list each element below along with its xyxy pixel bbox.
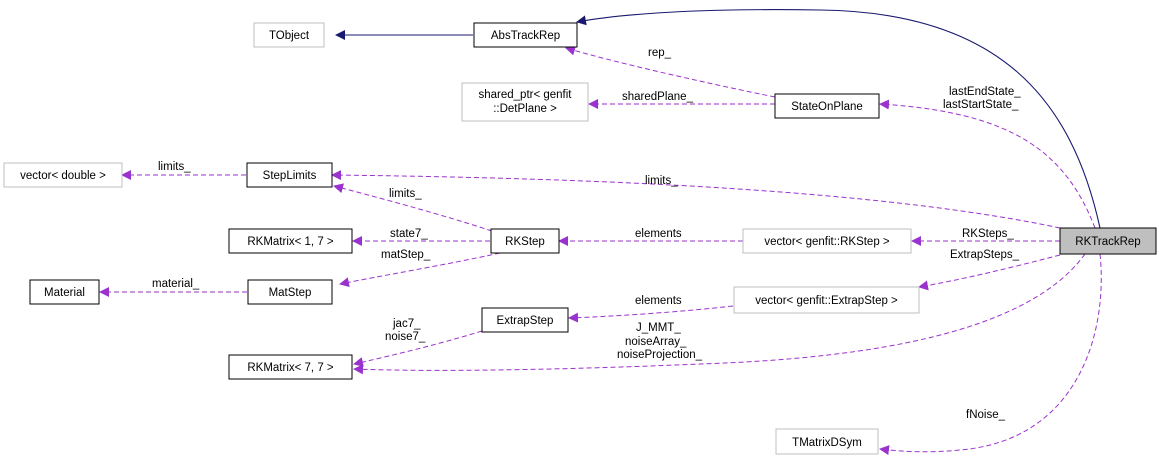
label-laststartstate: lastStartState_ xyxy=(943,99,1019,111)
edge-rkstep-matstep xyxy=(339,252,501,288)
edge-rktrackrep-steplimits xyxy=(331,170,1061,229)
label-limits-vec: limits_ xyxy=(158,161,191,173)
node-vector-extrapstep[interactable]: vector< genfit::ExtrapStep > xyxy=(733,286,920,314)
node-material[interactable]: Material xyxy=(29,279,100,305)
node-shared-ptr-label-1: shared_ptr< genfit xyxy=(478,89,572,101)
node-extrapstep[interactable]: ExtrapStep xyxy=(481,307,569,333)
label-noiseprojection: noiseProjection_ xyxy=(617,349,703,361)
node-shared-ptr-detplane[interactable]: shared_ptr< genfit ::DetPlane > xyxy=(461,82,589,122)
label-rksteps: RKSteps_ xyxy=(962,228,1014,240)
node-tmatrixdsym-label: TMatrixDSym xyxy=(792,437,862,449)
node-rktrackrep[interactable]: RKTrackRep xyxy=(1059,227,1157,255)
node-vector-extrapstep-label: vector< genfit::ExtrapStep > xyxy=(755,295,898,307)
label-material: material_ xyxy=(152,278,200,290)
node-stateonplane-label: StateOnPlane xyxy=(791,101,863,113)
node-rkmatrix-7-7[interactable]: RKMatrix< 7, 7 > xyxy=(228,354,353,380)
node-tobject[interactable]: TObject xyxy=(253,22,325,48)
label-rep: rep_ xyxy=(648,47,672,59)
node-tobject-label: TObject xyxy=(269,30,310,42)
label-matstep: matStep_ xyxy=(381,249,431,261)
node-steplimits-label: StepLimits xyxy=(263,170,317,182)
edge-rktrackrep-tmatrixdsym xyxy=(879,253,1102,456)
node-rkstep-label: RKStep xyxy=(505,236,545,248)
label-lastendstate: lastEndState_ xyxy=(949,86,1021,98)
label-jmmt: J_MMT_ xyxy=(636,322,681,334)
label-state7: state7_ xyxy=(390,228,428,240)
label-fnoise: fNoise_ xyxy=(966,409,1006,421)
node-vector-double-label: vector< double > xyxy=(20,170,106,182)
node-rkmatrix-1-7-label: RKMatrix< 1, 7 > xyxy=(247,236,334,248)
label-noise7: noise7_ xyxy=(385,331,426,343)
edge-rktrackrep-rkmatrix77 xyxy=(353,253,1086,375)
label-limits-main: limits_ xyxy=(645,175,678,187)
edge-rktrackrep-stateonplane xyxy=(879,99,1096,229)
node-rkmatrix-1-7[interactable]: RKMatrix< 1, 7 > xyxy=(228,228,353,254)
edge-extrapstep-rkmatrix77 xyxy=(353,330,483,367)
label-limits-rk: limits_ xyxy=(389,188,422,200)
node-vector-rkstep[interactable]: vector< genfit::RKStep > xyxy=(742,228,912,254)
label-noisearray: noiseArray_ xyxy=(625,336,687,348)
node-material-label: Material xyxy=(44,287,85,299)
node-extrapstep-label: ExtrapStep xyxy=(497,315,554,327)
label-elements-ex: elements xyxy=(635,295,682,307)
node-matstep[interactable]: MatStep xyxy=(247,279,333,305)
node-stateonplane[interactable]: StateOnPlane xyxy=(774,93,880,119)
edge-rktrackrep-abstrackrep xyxy=(576,9,1101,229)
label-extrapsteps: ExtrapSteps_ xyxy=(950,249,1020,261)
node-vector-double[interactable]: vector< double > xyxy=(3,162,123,188)
edge-vectorextrapstep-extrapstep xyxy=(568,305,734,323)
node-tmatrixdsym[interactable]: TMatrixDSym xyxy=(775,428,879,455)
node-rkmatrix-7-7-label: RKMatrix< 7, 7 > xyxy=(247,362,334,374)
node-abstrackrep[interactable]: AbsTrackRep xyxy=(473,22,578,48)
label-sharedplane: sharedPlane_ xyxy=(622,91,694,103)
label-elements-rk: elements xyxy=(635,228,682,240)
node-rktrackrep-label: RKTrackRep xyxy=(1075,236,1140,248)
node-shared-ptr-label-2: ::DetPlane > xyxy=(493,103,557,115)
edge-rkstep-steplimits xyxy=(333,183,493,232)
node-matstep-label: MatStep xyxy=(269,287,312,299)
label-jac7: jac7_ xyxy=(392,318,421,330)
node-rkstep[interactable]: RKStep xyxy=(490,228,560,254)
node-abstrackrep-label: AbsTrackRep xyxy=(491,30,560,42)
edge-stateonplane-abstrackrep xyxy=(565,45,776,98)
edge-rktrackrep-vectorextrapstep xyxy=(918,254,1061,291)
node-steplimits[interactable]: StepLimits xyxy=(246,162,333,188)
node-vector-rkstep-label: vector< genfit::RKStep > xyxy=(764,236,890,248)
